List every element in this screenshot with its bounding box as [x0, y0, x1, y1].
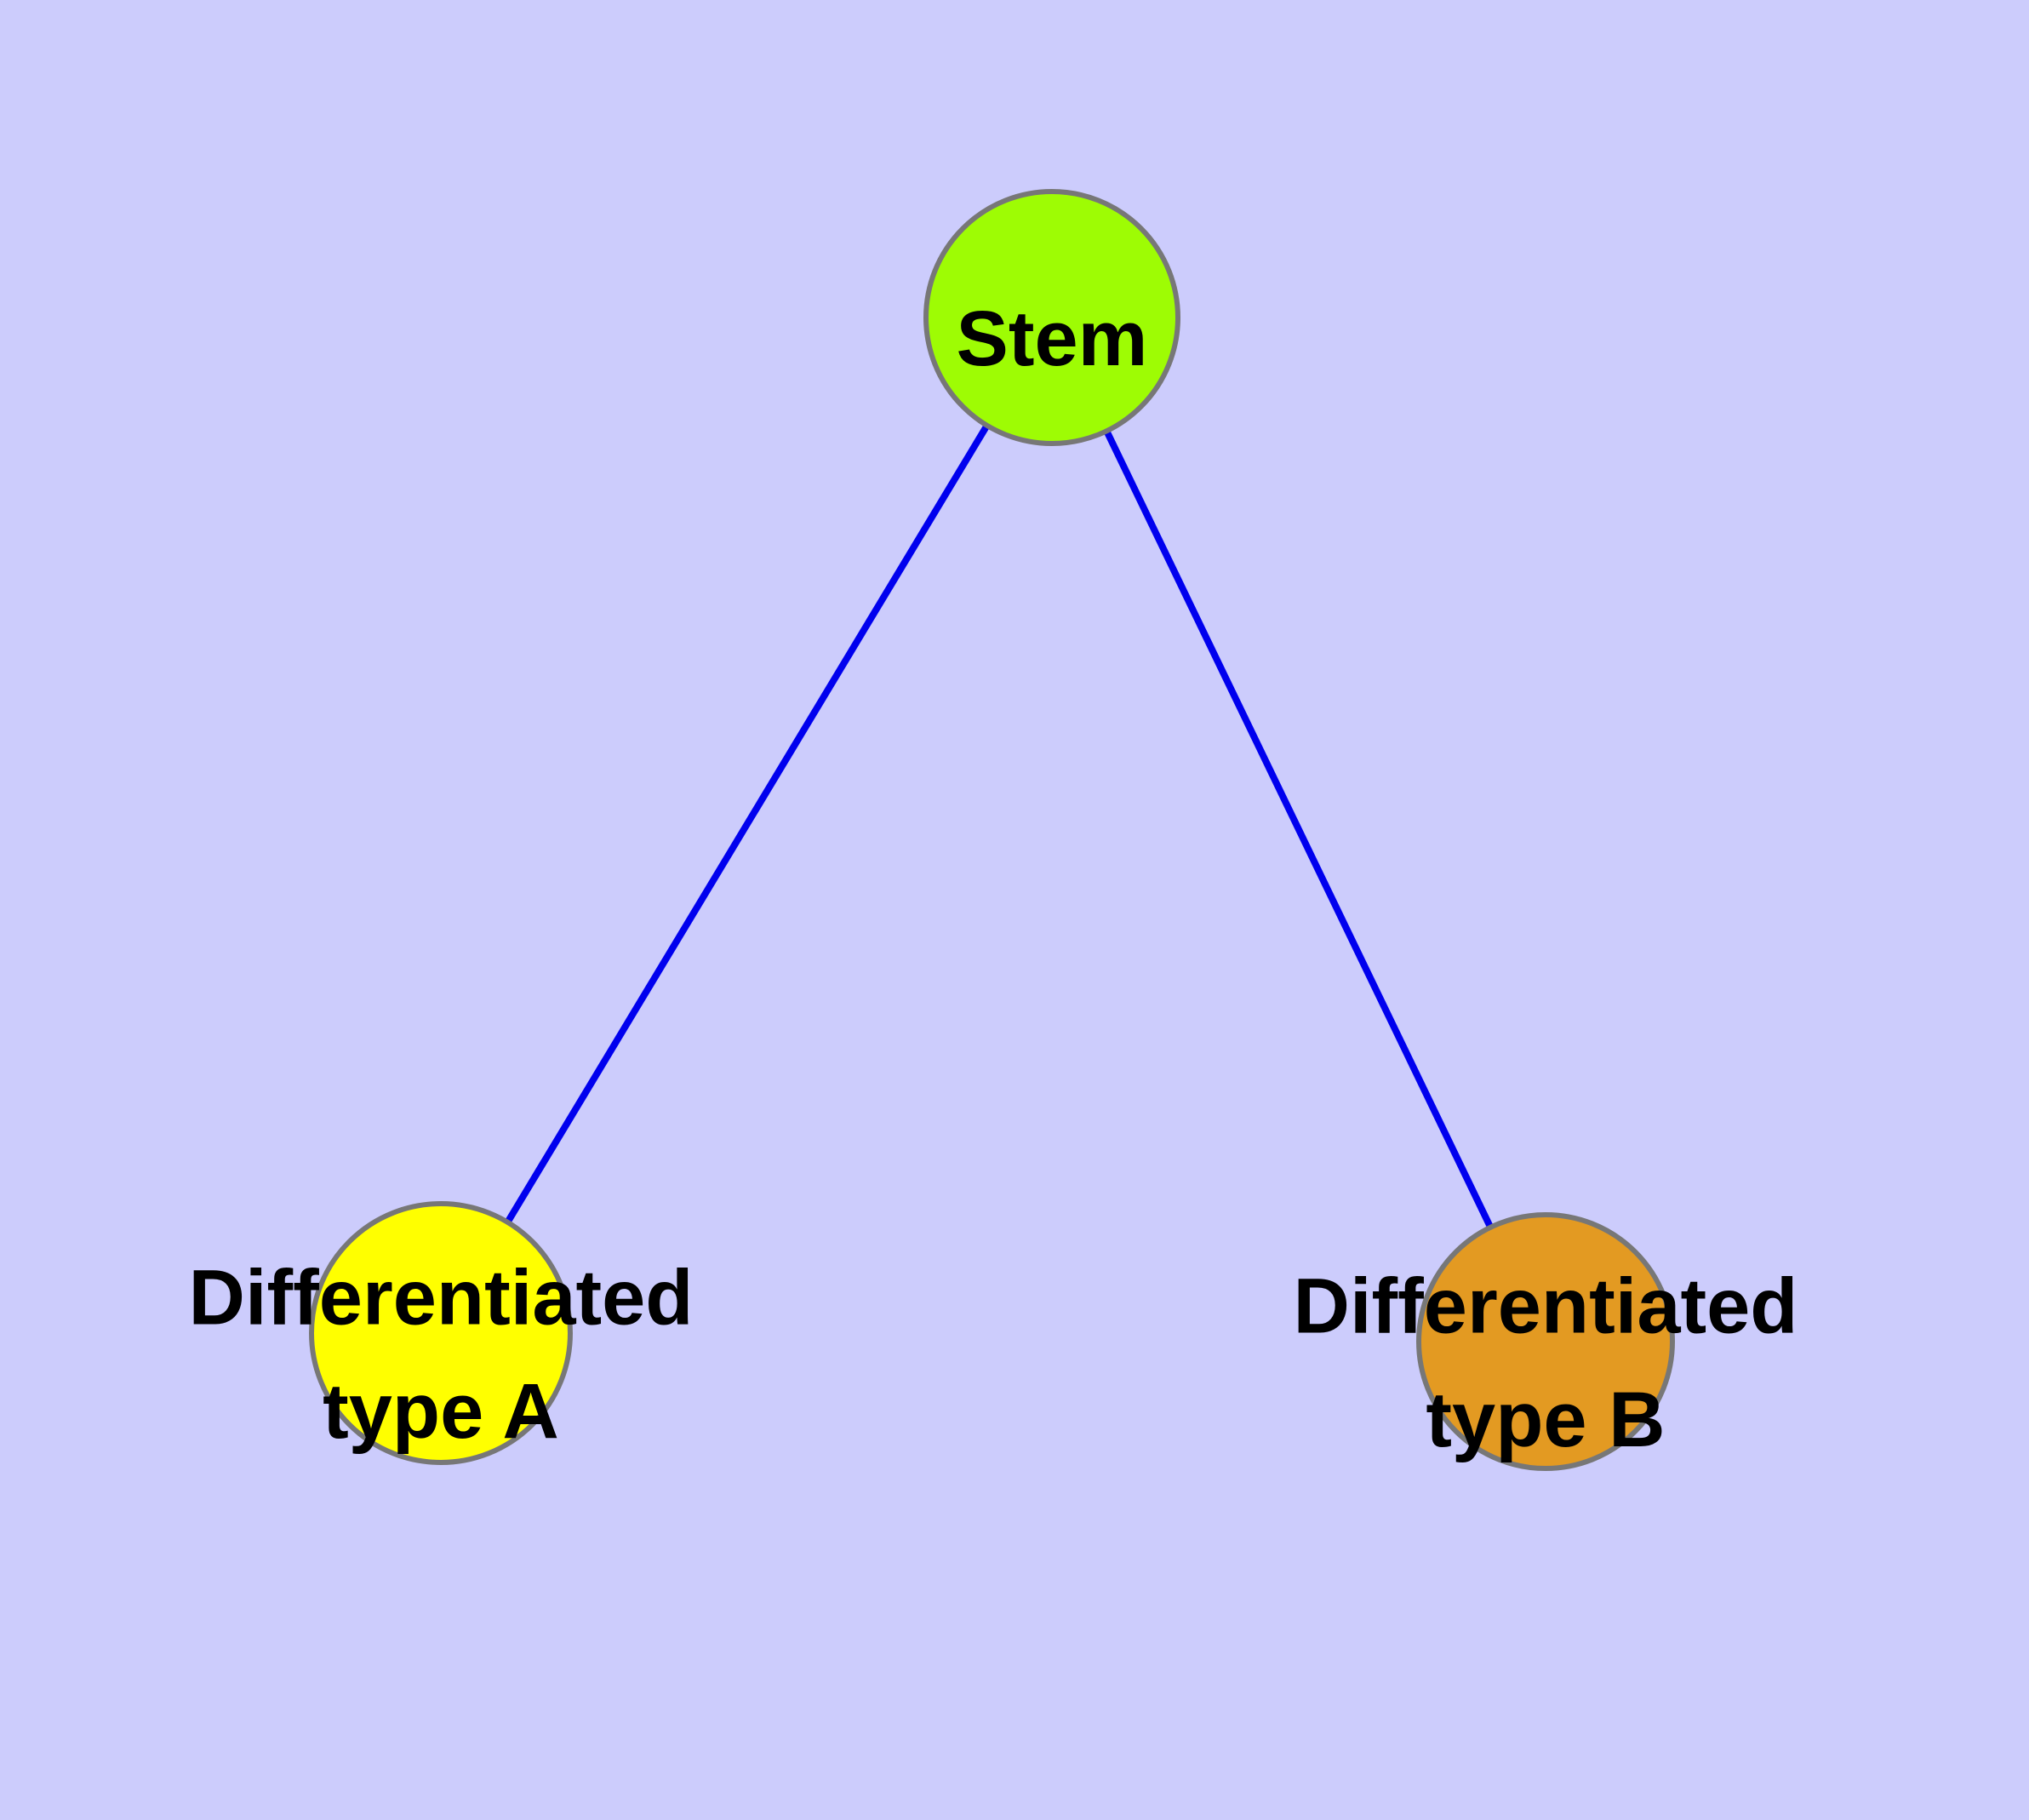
edge-layer: [437, 315, 1549, 1343]
node-differentiated-type-a-circle[interactable]: [309, 1201, 573, 1465]
node-label-line: Differentiated: [189, 1255, 694, 1342]
edge-stem-to-differentiated-type-a[interactable]: [437, 315, 1055, 1336]
node-differentiated-type-b[interactable]: Differentiated type B: [1294, 1212, 1798, 1471]
node-stem[interactable]: Stem: [923, 189, 1180, 446]
edge-stem-to-differentiated-type-b[interactable]: [1049, 316, 1549, 1343]
node-label-line: type B: [1426, 1376, 1665, 1463]
node-differentiated-type-b-label: Differentiated type B: [1294, 1263, 1798, 1463]
node-differentiated-type-b-circle[interactable]: [1416, 1212, 1675, 1471]
node-label-line: type A: [323, 1368, 559, 1455]
node-layer: Stem Differentiated type A Differentiated…: [189, 189, 1798, 1471]
node-stem-label: Stem: [957, 295, 1148, 382]
node-stem-circle[interactable]: [923, 189, 1180, 446]
node-differentiated-type-a[interactable]: Differentiated type A: [189, 1201, 694, 1465]
node-differentiated-type-a-label: Differentiated type A: [189, 1255, 694, 1455]
node-label-line: Stem: [957, 295, 1148, 382]
node-label-line: Differentiated: [1294, 1263, 1798, 1350]
